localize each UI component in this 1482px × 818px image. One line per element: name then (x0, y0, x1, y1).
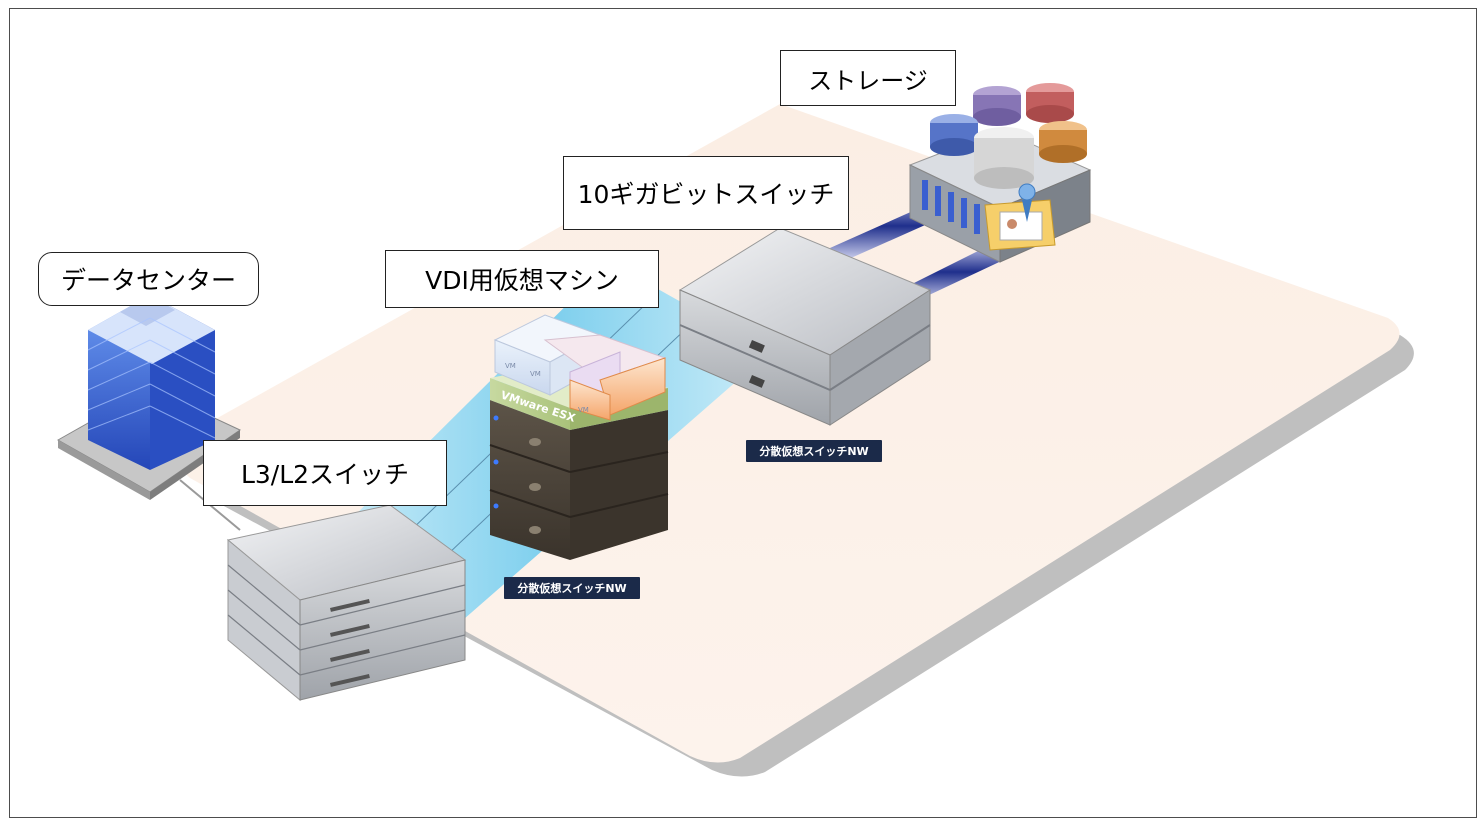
vm-label: VM (578, 406, 589, 414)
folder-contact-icon (984, 183, 1056, 251)
network-tag-upper: 分散仮想スイッチNW (746, 440, 882, 462)
vm-label: VM (530, 370, 541, 378)
l3l2-switch-label: L3/L2スイッチ (203, 440, 447, 506)
vdi-vm-label: VDI用仮想マシン (385, 250, 659, 308)
ten-gig-switch-icon (678, 227, 932, 426)
vm-cubes: VM VM VM (493, 314, 667, 421)
vm-label: VM (505, 362, 516, 370)
datacenter-building-icon (56, 295, 242, 500)
storage-cable-lower (900, 240, 1012, 304)
datacenter-label: データセンター (38, 252, 259, 306)
storage-label: ストレージ (780, 50, 956, 106)
vdi-server-icon: VMware ESX VM VM VM (489, 314, 669, 560)
l3l2-switch-icon (226, 504, 467, 702)
network-tag-lower: 分散仮想スイッチNW (504, 577, 640, 599)
ten-gig-switch-label: 10ギガビットスイッチ (563, 156, 849, 230)
